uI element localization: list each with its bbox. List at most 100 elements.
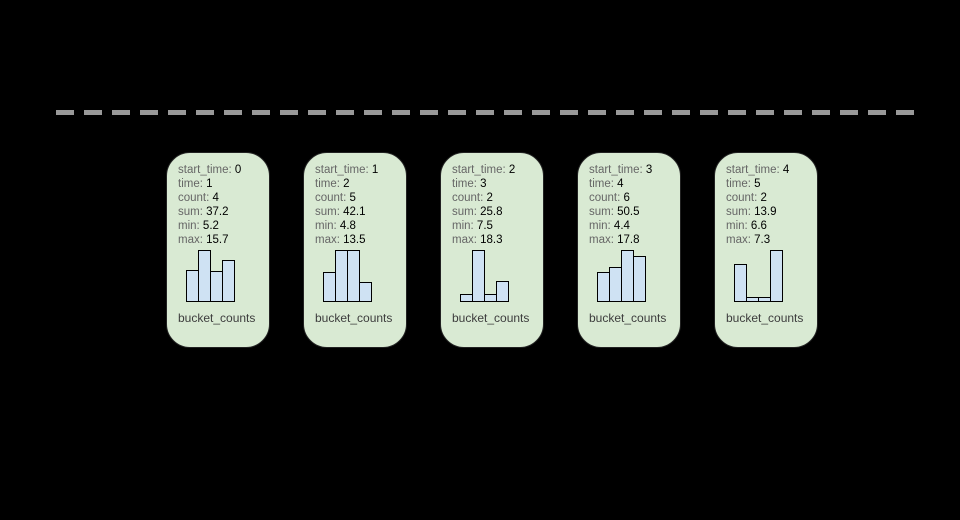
stat-label: start_time: [178,164,235,176]
bucket-counts-label: bucket_counts [178,311,256,325]
stat-value: 7.5 [476,220,493,232]
stat-value: 6 [623,192,630,204]
stat-value: 50.5 [617,206,640,218]
stat-sum: sum: 13.9 [726,205,806,219]
stat-time: time: 4 [589,177,669,191]
bucket-counts-label: bucket_counts [726,311,804,325]
stat-label: sum: [178,206,207,218]
stat-value: 1 [371,164,379,176]
stat-label: max: [589,234,618,246]
stat-value: 3 [645,164,653,176]
stat-label: max: [726,234,755,246]
stat-label: max: [178,234,207,246]
stat-label: min: [452,220,477,232]
histogram-bar [633,256,646,302]
bucket-counts-histogram [323,249,395,302]
histogram-bar [222,260,235,302]
stat-label: min: [726,220,751,232]
stat-value: 4 [617,178,624,190]
stat-time: time: 2 [315,177,395,191]
stat-start-time: start_time: 3 [589,163,669,177]
stat-min: min: 5.2 [178,219,258,233]
stat-label: min: [589,220,614,232]
stat-label: sum: [315,206,344,218]
stat-value: 2 [508,164,516,176]
stat-start-time: start_time: 2 [452,163,532,177]
stat-min: min: 4.8 [315,219,395,233]
stat-label: count: [315,192,350,204]
stat-value: 13.9 [754,206,777,218]
histogram-bar [359,282,372,302]
stat-label: max: [315,234,344,246]
stat-value: 13.5 [343,234,366,246]
bucket-counts-histogram [460,249,532,302]
stat-value: 15.7 [206,234,229,246]
stat-label: time: [589,178,618,190]
stat-sum: sum: 42.1 [315,205,395,219]
stat-value: 5 [754,178,761,190]
stat-time: time: 5 [726,177,806,191]
stat-label: time: [178,178,207,190]
stat-label: start_time: [315,164,372,176]
stat-value: 2 [760,192,767,204]
histogram-bar [496,281,509,302]
stat-value: 5 [349,192,356,204]
stat-value: 6.6 [750,220,767,232]
stat-label: start_time: [589,164,646,176]
bucket-counts-histogram [186,249,258,302]
stat-min: min: 4.4 [589,219,669,233]
stat-sum: sum: 37.2 [178,205,258,219]
stat-value: 4.8 [339,220,356,232]
stat-value: 4 [782,164,790,176]
stat-count: count: 2 [726,191,806,205]
stat-label: time: [726,178,755,190]
stat-label: time: [315,178,344,190]
stat-value: 25.8 [480,206,503,218]
histogram-bar [347,250,360,302]
stat-value: 37.2 [206,206,229,218]
stat-count: count: 5 [315,191,395,205]
stat-label: count: [178,192,213,204]
stat-label: max: [452,234,481,246]
bucket-counts-histogram [597,249,669,302]
stat-max: max: 15.7 [178,233,258,247]
stat-value: 5.2 [202,220,219,232]
stat-start-time: start_time: 1 [315,163,395,177]
stat-value: 4 [212,192,219,204]
stat-label: count: [452,192,487,204]
stat-count: count: 6 [589,191,669,205]
timeline-dashed-line [56,110,916,115]
stat-value: 1 [206,178,213,190]
stat-min: min: 6.6 [726,219,806,233]
stat-sum: sum: 25.8 [452,205,532,219]
stat-start-time: start_time: 0 [178,163,258,177]
stat-sum: sum: 50.5 [589,205,669,219]
stat-max: max: 7.3 [726,233,806,247]
stat-max: max: 18.3 [452,233,532,247]
stat-value: 17.8 [617,234,640,246]
histogram-bar [472,250,485,302]
histogram-bar [734,264,747,302]
stat-max: max: 13.5 [315,233,395,247]
stat-label: sum: [452,206,481,218]
bucket-counts-label: bucket_counts [315,311,393,325]
stat-value: 0 [234,164,242,176]
stat-max: max: 17.8 [589,233,669,247]
stat-min: min: 7.5 [452,219,532,233]
bucket-counts-histogram [734,249,806,302]
stat-value: 2 [343,178,350,190]
stat-value: 2 [486,192,493,204]
stat-label: min: [178,220,203,232]
